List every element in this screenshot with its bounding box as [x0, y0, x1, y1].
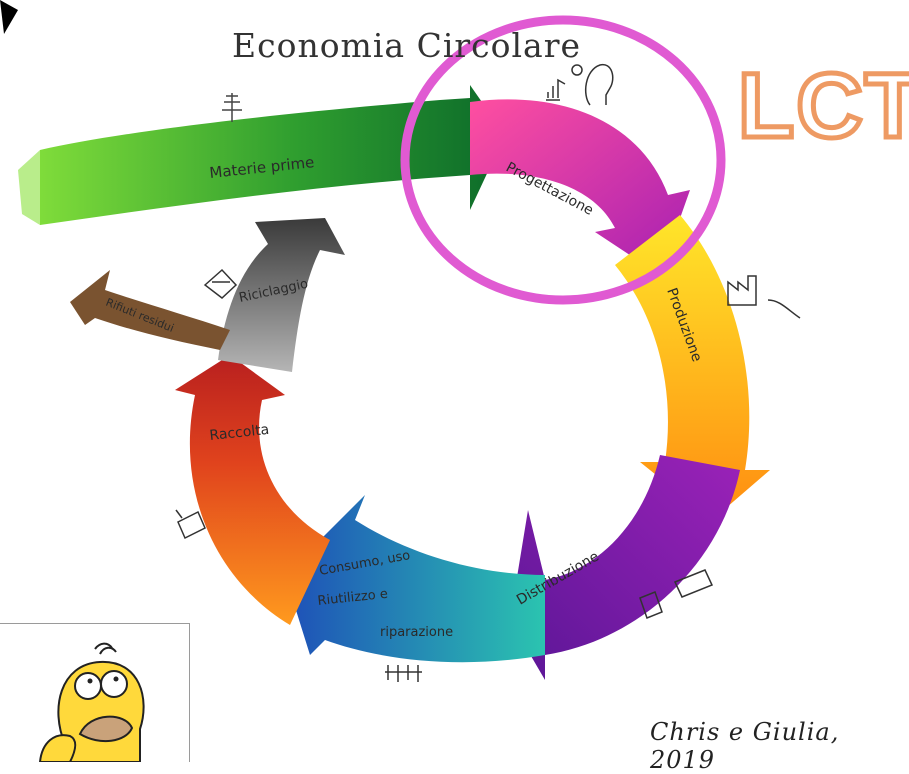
- arrow-consumo: [285, 495, 545, 663]
- recycle-icon: [203, 268, 238, 299]
- arrow-rifiuti-residui: [70, 270, 230, 350]
- label-raccolta: Raccolta: [209, 422, 270, 444]
- arrow-materie-prime: [18, 85, 505, 225]
- bin-icon: [175, 509, 206, 540]
- arrow-produzione: [615, 215, 770, 520]
- label-consumo-3: riparazione: [380, 625, 453, 640]
- tree-icon: [222, 93, 242, 122]
- signature: Chris e Giulia, 2019: [650, 718, 840, 774]
- delivery-truck-icon: [639, 569, 714, 619]
- arrow-raccolta: [175, 355, 330, 625]
- lct-badge: LCT: [736, 55, 909, 157]
- design-thinking-icon: [546, 63, 614, 106]
- label-consumo-2: Riutilizzo e: [317, 587, 389, 609]
- diagram-title: Economia Circolare: [232, 26, 582, 65]
- arrow-progettazione: [470, 99, 690, 275]
- cartoon-thumbnail: [0, 623, 190, 762]
- arrow-distribuzione: [510, 455, 740, 680]
- shopping-icon: [385, 665, 422, 682]
- thinking-character-icon: [38, 642, 145, 762]
- arrow-riciclaggio: [218, 218, 345, 372]
- corner-arrow-icon: [0, 0, 18, 34]
- factory-icon: [727, 275, 801, 319]
- highlight-circle: [400, 15, 726, 305]
